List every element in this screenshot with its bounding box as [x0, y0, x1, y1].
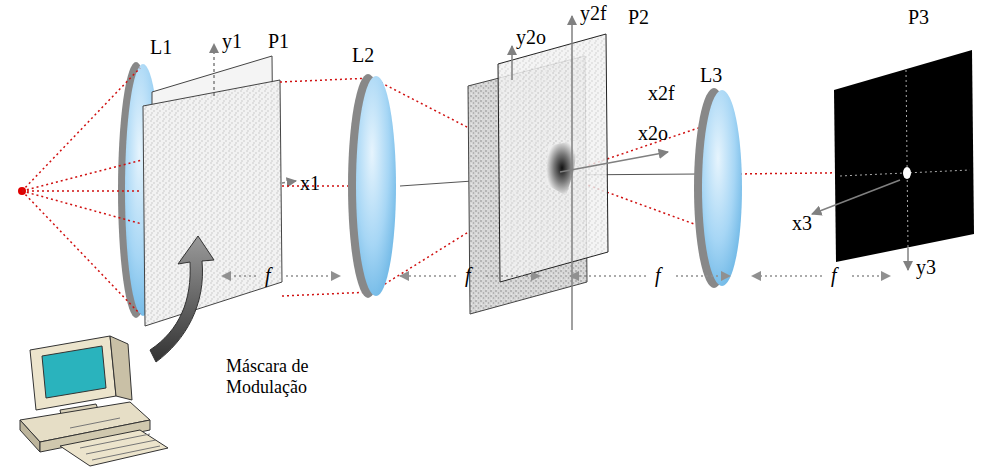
axis-label: x1 — [300, 172, 320, 195]
axis-label: y1 — [222, 30, 242, 53]
plane-label: P1 — [268, 30, 289, 53]
lens-label: L1 — [150, 36, 172, 59]
axis-label: y3 — [916, 256, 936, 279]
axis-label: y2o — [516, 26, 546, 49]
plane-p2 — [468, 16, 668, 330]
focal-length: f — [465, 264, 471, 287]
focal-dimension — [222, 275, 890, 277]
plane-p3 — [812, 50, 974, 270]
plane-label: P3 — [908, 6, 929, 29]
mask-arrow — [150, 236, 214, 362]
plane-label: P2 — [628, 6, 649, 29]
focal-length: f — [265, 264, 271, 287]
lens-label: L2 — [352, 44, 374, 67]
light-rays — [22, 68, 905, 314]
lens-l2 — [348, 74, 396, 298]
lens-l3 — [694, 88, 742, 288]
p1-axes — [214, 44, 296, 183]
computer-icon — [20, 336, 168, 466]
lens-label: L3 — [700, 64, 722, 87]
axis-label: x2o — [638, 122, 668, 145]
axis-label: x2f — [648, 82, 675, 105]
caption-note: Máscara de Modulação — [226, 356, 366, 397]
axis-label: x3 — [792, 212, 812, 235]
focal-length: f — [831, 264, 837, 287]
focal-length: f — [655, 264, 661, 287]
plane-p1 — [143, 56, 282, 326]
axis-label: y2f — [580, 2, 607, 25]
